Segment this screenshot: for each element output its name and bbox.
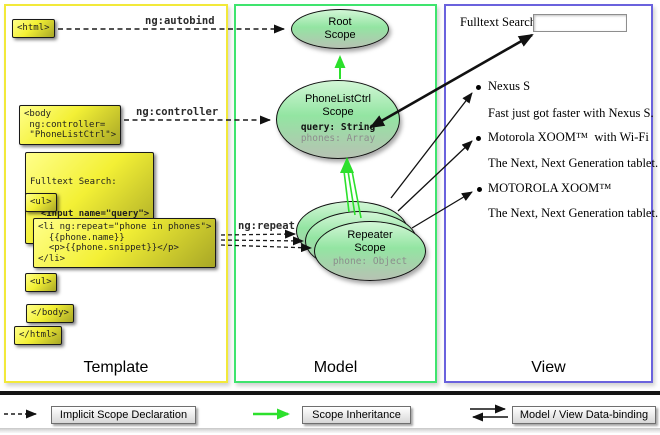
bullet-icon bbox=[476, 136, 481, 141]
code-html-close: </html> bbox=[14, 326, 62, 345]
template-panel-label: Template bbox=[83, 359, 149, 376]
bullet-icon bbox=[477, 187, 482, 192]
window-bottom-shadow bbox=[0, 428, 660, 433]
fulltext-search-input[interactable] bbox=[533, 14, 627, 32]
repeater-phone-prop: phone: Object bbox=[332, 256, 408, 267]
ng-autobind-label: ng:autobind bbox=[145, 15, 215, 27]
model-panel: Model bbox=[234, 4, 437, 383]
bullet-icon bbox=[476, 85, 481, 90]
code-fulltext-line2: <input name="query"> bbox=[30, 208, 150, 219]
phonelistctrl-query-prop: query: String bbox=[300, 122, 376, 133]
view-item-snippet: The Next, Next Generation tablet. bbox=[488, 156, 659, 170]
code-fulltext-line1: Fulltext Search: bbox=[30, 177, 117, 187]
code-ul-second: <ul> bbox=[25, 273, 57, 292]
legend-implicit-scope-label: Implicit Scope Declaration bbox=[51, 406, 196, 424]
legend-divider bbox=[0, 391, 660, 395]
model-panel-label: Model bbox=[313, 359, 358, 376]
phonelistctrl-phones-prop: phones: Array bbox=[300, 133, 376, 144]
view-item-name: Nexus S bbox=[488, 79, 531, 93]
ng-controller-label: ng:controller bbox=[136, 106, 219, 118]
repeater-scope-front-ellipse: Repeater Scope phone: Object bbox=[314, 221, 426, 281]
code-body-close: </body> bbox=[26, 304, 74, 323]
view-item-snippet: The Next, Next Generation tablet. bbox=[488, 206, 659, 220]
view-item-name: MOTOROLA XOOM™ bbox=[488, 181, 612, 195]
view-item-snippet: Fast just got faster with Nexus S. bbox=[488, 106, 654, 120]
legend-data-binding-label: Model / View Data-binding bbox=[512, 406, 656, 424]
code-body-open: <body ng:controller= "PhoneListCtrl"> bbox=[19, 105, 122, 145]
view-search-label: Fulltext Search: bbox=[460, 15, 540, 29]
code-li-repeat: <li ng:repeat="phone in phones"> {{phone… bbox=[33, 218, 217, 268]
code-html-open: <html> bbox=[12, 19, 55, 38]
view-panel-label: View bbox=[531, 359, 566, 376]
ng-repeat-label: ng:repeat bbox=[238, 220, 295, 232]
root-scope-ellipse: Root Scope bbox=[291, 9, 389, 49]
repeater-scope-title: Repeater Scope bbox=[347, 229, 393, 254]
view-item-name: Motorola XOOM™ with Wi-Fi bbox=[488, 130, 649, 144]
phonelistctrl-scope-title: PhoneListCtrl Scope bbox=[304, 93, 372, 118]
root-scope-title: Root Scope bbox=[324, 16, 356, 41]
legend-scope-inheritance-label: Scope Inheritance bbox=[302, 406, 411, 424]
phonelistctrl-scope-ellipse: PhoneListCtrl Scope query: String phones… bbox=[276, 80, 400, 159]
code-ul-open: <ul> bbox=[25, 193, 57, 212]
